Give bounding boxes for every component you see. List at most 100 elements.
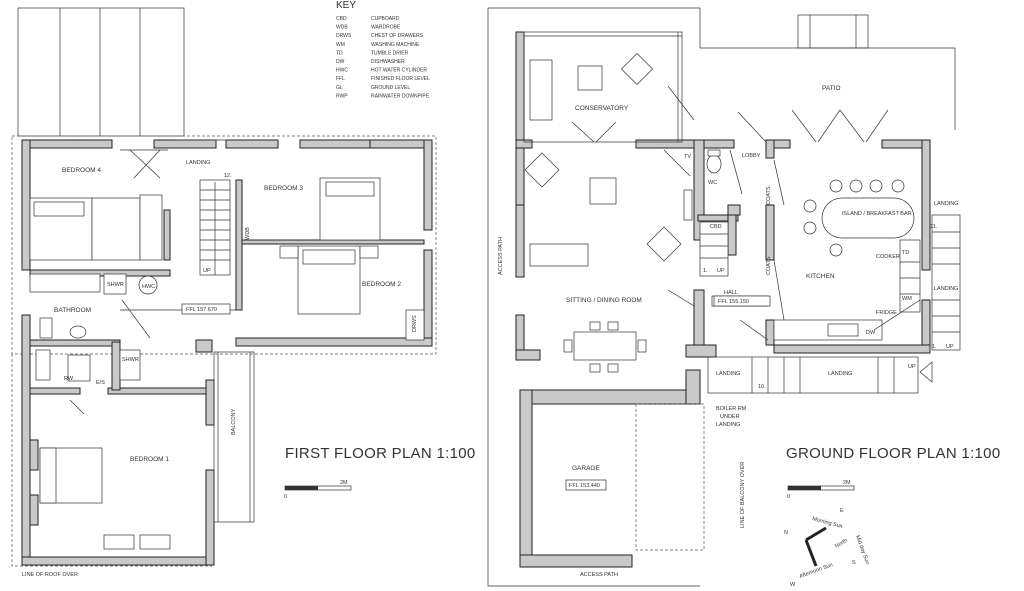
key-code: DW [336,59,345,65]
lower-landing-stairs [707,356,933,394]
balcony [213,351,255,523]
label-dw: DW [866,330,876,336]
key-text: WASHING MACHINE [371,42,420,48]
label-landing-r1: LANDING [934,201,958,207]
label-wdb: WDB [245,227,251,240]
key-code: CBD [336,16,347,22]
right-stairs [931,214,961,351]
label-shwr-1: SHWR [107,282,124,288]
ground-floor-title: GROUND FLOOR PLAN 1:100 [786,445,1000,462]
label-rw: RW [64,376,74,382]
compass-s: S [852,560,856,566]
label-landing-ff: LANDING [186,160,210,166]
label-fridge: FRIDGE [876,310,897,316]
label-access-path-side: ACCESS PATH [498,237,504,275]
first-floor-furniture [29,139,425,550]
key-code: HWC [336,68,348,74]
key-text: FINISHED FLOOR LEVEL [371,76,430,82]
label-lobby: LOBBY [742,153,761,159]
sitting-dining-furniture [524,149,695,373]
label-up-hall: UP [717,268,725,274]
label-stair-12: 12. [224,173,232,179]
label-ffl-ff: FFL 157.670 [186,307,217,313]
site-boundary-left [487,8,700,587]
first-floor-title: FIRST FLOOR PLAN 1:100 [285,445,476,462]
label-step-1b: 1. [932,344,937,350]
label-shwr-2: SHWR [122,357,139,363]
key-text: CUPBOARD [371,16,400,22]
label-ffl-hall: FFL 155.150 [718,299,749,305]
balcony-over-line [635,403,705,551]
scale-bar-ff: 0 2M [284,480,352,500]
label-td: TD [902,250,909,256]
label-access-path-bottom: ACCESS PATH [580,572,618,578]
label-conservatory: CONSERVATORY [575,105,629,112]
compass-morning: Morning Sun [811,516,843,530]
label-ffl-garage: FFL 153.440 [569,483,600,489]
label-tv: TV [684,154,691,160]
label-bedroom-2: BEDROOM 2 [362,281,401,288]
key-text: HOT WATER CYLINDER [371,68,427,74]
label-wm: WM [902,296,912,302]
label-stair-1: 1. [703,268,708,274]
label-bathroom: BATHROOM [54,307,91,314]
conservatory [523,31,695,143]
key-code: GL [336,85,343,91]
scale-end-gf: 2M [843,480,851,486]
key-text: TUMBLE DRIER [371,50,409,56]
label-landing-a: LANDING [716,371,740,377]
label-bedroom-1: BEDROOM 1 [130,456,169,463]
label-up-ff: UP [203,268,211,274]
compass-north: North [834,538,849,550]
label-boiler-2: UNDER [720,414,740,420]
label-roof-over: LINE OF ROOF OVER [22,572,78,578]
key-text: GROUND LEVEL [371,85,410,91]
key-code: DRWS [336,33,352,39]
label-cbd: CBD [710,224,722,230]
hall-ffl-box [713,295,771,307]
label-balcony-over: LINE OF BALCONY OVER [740,462,746,528]
roof-over-lines [17,7,185,137]
scale-start-ff: 0 [284,494,287,500]
key-heading: KEY [336,0,356,11]
label-kitchen: KITCHEN [806,273,835,280]
label-coats-2: COATS [766,256,772,275]
label-drws: DRWS [412,315,418,332]
garage-ffl-box [565,479,607,491]
ffl-box-ff [181,303,231,315]
label-cooker: COOKER [876,254,900,260]
label-landing-b: LANDING [828,371,852,377]
label-up-b: UP [908,364,916,370]
kitchen-fittings [773,109,921,341]
label-balcony: BALCONY [231,408,237,435]
label-coats-1: COATS [766,186,772,205]
key-code: WM [336,42,345,48]
key-code: RWP [336,93,348,99]
ground-floor-walls [515,31,931,568]
label-bedroom-3: BEDROOM 3 [264,185,303,192]
key-text: WARDROBE [371,25,401,31]
first-floor-plan: BEDROOM 4 LANDING 12. BEDROOM 3 WDB UP S… [11,7,476,578]
label-patio: PATIO [822,85,841,92]
label-bedroom-4: BEDROOM 4 [62,167,101,174]
label-step-11: 11. [930,224,938,230]
scale-start-gf: 0 [787,494,790,500]
compass-n: N [784,530,788,536]
label-boiler-3: LANDING [716,422,740,428]
first-floor-stair [199,179,231,276]
compass-midday: Mid day Sun [854,535,870,566]
key-code: TD [336,50,343,56]
compass-e: E [840,508,844,514]
label-landing-r2: LANDING [934,286,958,292]
label-up-c: UP [946,344,954,350]
key-text: RAINWATER DOWNPIPE [371,93,430,99]
label-step-10: 10. [758,384,766,390]
compass-rose: North Morning Sun Mid day Sun Afternoon … [784,508,870,588]
roof-outline [11,135,437,355]
label-sitting-dining: SITTING / DINING ROOM [566,297,642,304]
label-wc: WC [708,180,717,186]
roof-outline-lower [11,354,212,567]
label-hall: HALL [724,290,738,296]
